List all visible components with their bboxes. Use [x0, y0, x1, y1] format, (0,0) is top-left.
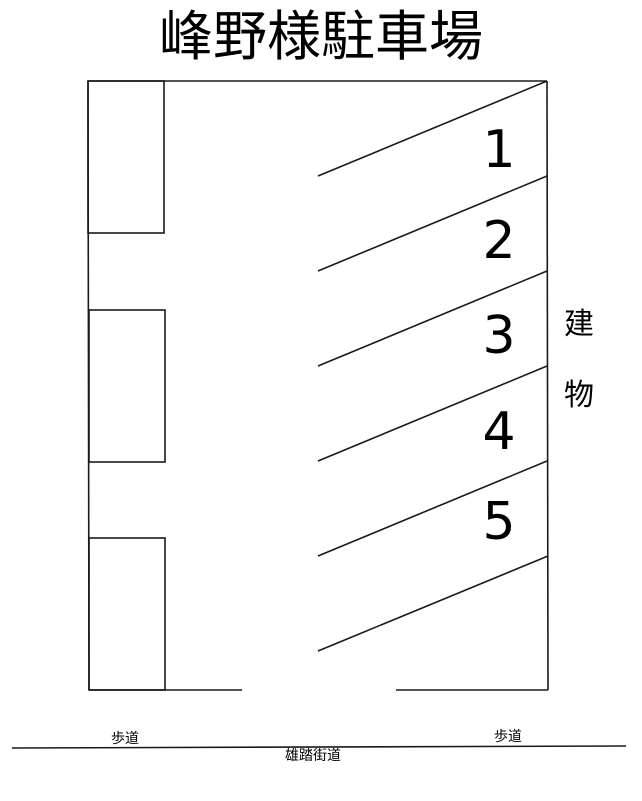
parking-space-4-label: 4	[482, 402, 516, 462]
parking-space-1-label: 1	[482, 120, 516, 180]
parking-stripe	[317, 80, 548, 177]
parking-stripe	[317, 460, 548, 557]
page-title: 峰野様駐車場	[159, 5, 483, 68]
parking-space-5-label: 5	[482, 492, 516, 552]
building-wall	[546, 80, 549, 691]
street-line	[11, 745, 627, 749]
left-structure-1	[87, 80, 165, 234]
parking-stripe	[317, 555, 549, 652]
left-structure-2	[88, 309, 166, 463]
sidewalk-right-label: 歩道	[494, 729, 522, 745]
building-label-1: 建	[564, 307, 594, 342]
parking-space-2-label: 2	[482, 211, 516, 271]
parking-stripe	[317, 175, 548, 272]
sidewalk-left-label: 歩道	[111, 731, 139, 747]
parking-stripe	[317, 270, 548, 367]
left-structure-3	[88, 537, 166, 691]
parking-stripe	[317, 365, 548, 462]
parking-space-3-label: 3	[482, 306, 516, 366]
street-name-label: 雄踏街道	[285, 748, 341, 764]
building-label-2: 物	[564, 378, 594, 413]
